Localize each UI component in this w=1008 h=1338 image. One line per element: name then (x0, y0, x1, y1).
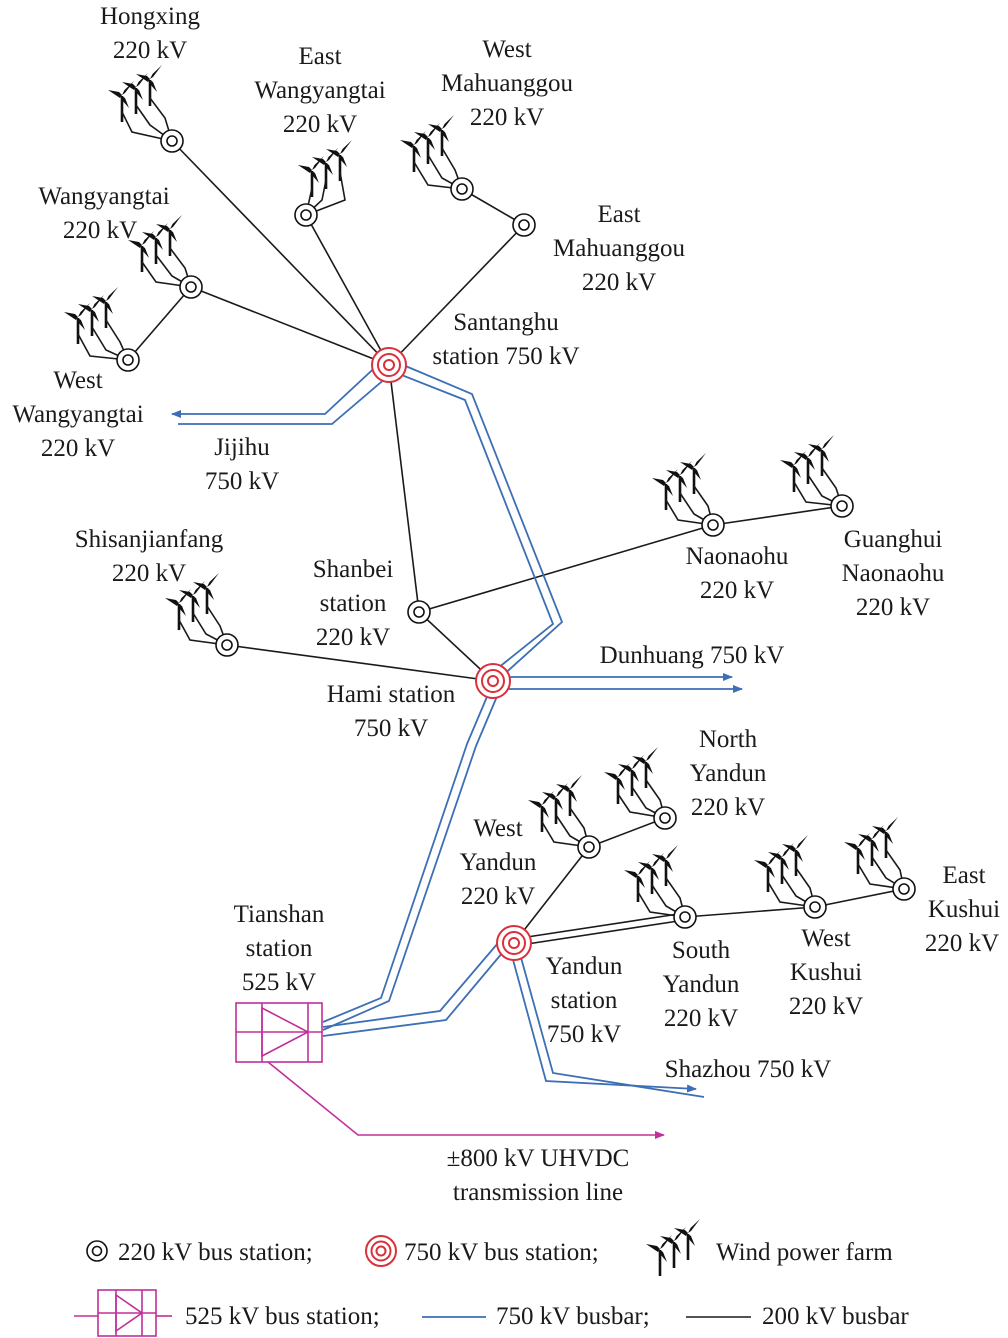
stations-750kv (371, 347, 532, 961)
label-shazhou: Shazhou 750 kV (665, 1056, 832, 1083)
wind-farm-naonaohu (652, 453, 714, 526)
busbar-westyandun-yandun (513, 846, 590, 944)
wind-farm-west-wangyangtai (64, 287, 129, 361)
busbar-yandun-shazhou-a (511, 955, 697, 1093)
bus220-guanghui-naonaohu[interactable] (830, 494, 854, 518)
legend-wind-farm-icon (646, 1219, 700, 1276)
busbar-eastwangyangtai-santanghu (305, 214, 390, 366)
busbar-hongxing-santanghu (171, 140, 390, 366)
legend-bus525-label: 525 kV bus station; (185, 1303, 380, 1330)
bus220-west-yandun[interactable] (577, 835, 601, 859)
bus220-east-kushui[interactable] (892, 877, 916, 901)
legend: 220 kV bus station; 750 kV bus station; … (74, 1219, 909, 1337)
busbar-santanghu-hami-b (393, 371, 555, 673)
wind-farm-west-mahuanggou (400, 115, 463, 190)
wind-farm-west-yandun (528, 775, 590, 848)
wind-farm-south-yandun (624, 845, 686, 918)
bus220-north-yandun[interactable] (653, 806, 677, 830)
bus220-east-mahuanggou[interactable] (512, 213, 536, 237)
bus220-shisanjianfang[interactable] (215, 633, 239, 657)
legend-busbar200-label: 200 kV busbar (762, 1303, 909, 1330)
busbar-westwangyangtai-wangyangtai (127, 286, 192, 361)
busbar-santanghu-hami-a (395, 361, 564, 679)
busbar-yandun-shazhou-b (519, 953, 705, 1098)
bus220-east-wangyangtai[interactable] (294, 203, 318, 227)
wind-farm-hongxing (108, 65, 173, 142)
busbar-eastmahuanggou-santanghu (388, 224, 525, 366)
busbar-santanghu-jijihu-2 (178, 371, 394, 425)
legend-bus750-label: 750 kV bus station; (404, 1239, 599, 1266)
bus220-west-kushui[interactable] (803, 895, 827, 919)
stations-220kv (116, 129, 916, 929)
legend-wind-farm-label: Wind power farm (716, 1239, 893, 1266)
bus220-west-mahuanggou[interactable] (450, 177, 474, 201)
busbars-750kv (171, 359, 743, 1098)
busbar-southyandun-westkushui (684, 906, 816, 918)
busbar-yandun-southyandun-b (513, 919, 686, 947)
busbar-shisanjianfang-hami (226, 644, 494, 682)
label-dunhuang: Dunhuang 750 kV (600, 642, 785, 669)
legend-bus220-label: 220 kV bus station; (118, 1239, 313, 1266)
busbar-westkushui-eastkushui (814, 888, 905, 908)
busbar-wangyangtai-santanghu (190, 286, 390, 366)
wind-farms (64, 65, 905, 918)
busbar-westmahuanggou-eastmahuanggou (461, 188, 525, 226)
bus525-tianshan[interactable] (235, 1002, 323, 1063)
busbar-hami-tianshan-b (322, 693, 499, 1031)
uhvdc-line (267, 1061, 665, 1139)
bus220-naonaohu[interactable] (701, 513, 725, 537)
wind-farm-guanghui-naonaohu (780, 435, 843, 507)
wind-farm-east-kushui (844, 817, 905, 890)
bus220-west-wangyangtai[interactable] (116, 348, 140, 372)
busbar-santanghu-shanbei (388, 364, 420, 613)
busbars-200kv (127, 140, 905, 947)
bus750-yandun[interactable] (496, 925, 532, 961)
bus220-shanbei[interactable] (407, 600, 431, 624)
bus750-santanghu[interactable] (371, 347, 407, 383)
legend-bus220-icon (86, 1240, 108, 1262)
busbar-naonaohu-guanghui (712, 505, 843, 526)
busbar-yandun-tianshan-b (322, 945, 509, 1037)
bus220-wangyangtai[interactable] (179, 275, 203, 299)
legend-bus750-icon (365, 1235, 397, 1267)
busbar-yandun-tianshan-a (322, 935, 505, 1028)
busbar-yandun-southyandun-a (513, 912, 686, 940)
busbar-westyandun-northyandun (588, 817, 666, 848)
wind-farm-west-kushui (754, 835, 816, 908)
bus220-hongxing[interactable] (160, 129, 184, 153)
bus220-south-yandun[interactable] (673, 905, 697, 929)
legend-bus525-icon (74, 1289, 172, 1337)
bus750-hami[interactable] (475, 663, 511, 699)
busbar-shanbei-naonaohu (418, 524, 714, 613)
busbar-hami-tianshan-a (322, 691, 490, 1023)
wind-farm-wangyangtai (128, 215, 192, 288)
wind-farm-north-yandun (604, 747, 666, 819)
legend-busbar750-label: 750 kV busbar; (496, 1303, 650, 1330)
busbar-santanghu-jijihu (171, 359, 384, 418)
